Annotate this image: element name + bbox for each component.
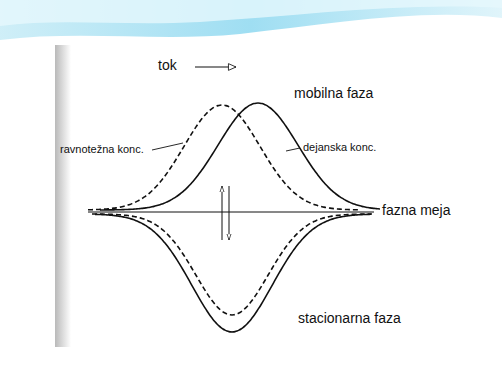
curve-label: dejanska konc.: [303, 141, 376, 153]
flow-label: tok: [158, 58, 177, 73]
leader-line: [286, 148, 300, 151]
exchange-arrow: [222, 186, 223, 240]
header-wave: [0, 0, 502, 40]
actual-curve: [100, 103, 380, 210]
equilibrium-curve: [92, 214, 372, 315]
leader-line: [152, 143, 183, 150]
phase-label: mobilna faza: [294, 86, 373, 101]
curve-label: ravnotežna konc.: [60, 143, 144, 155]
flow-arrow: [195, 66, 236, 67]
exchange-arrow: [229, 186, 230, 240]
phase-label: stacionarna faza: [298, 311, 401, 326]
header-wave: [0, 0, 502, 26]
boundary-label: fazna meja: [382, 203, 450, 218]
image-shadow: [55, 45, 71, 347]
equilibrium-curve: [88, 105, 360, 210]
phase-boundary: [88, 212, 374, 213]
